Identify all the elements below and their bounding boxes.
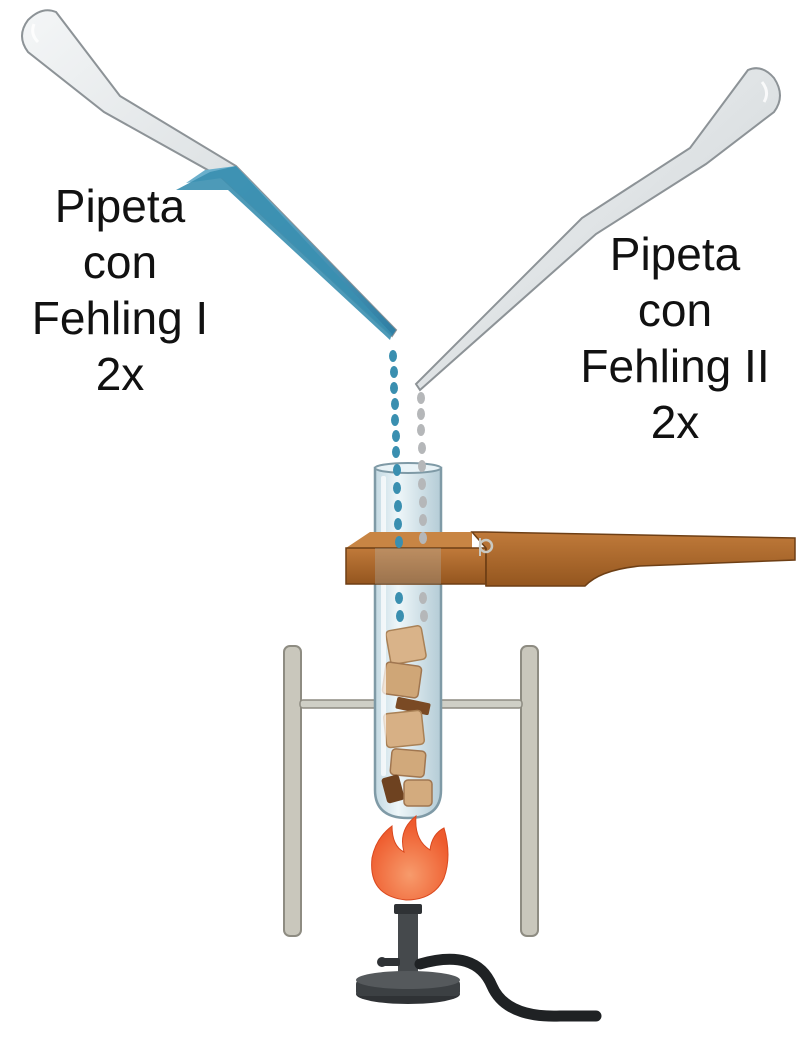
label-fehling-2: Pipeta con Fehling II 2x <box>560 226 790 450</box>
label-line: Pipeta <box>54 180 186 232</box>
label-line: con <box>82 236 158 288</box>
bunsen-burner-icon <box>356 904 602 1022</box>
label-line: Pipeta <box>609 228 741 280</box>
food-sample-icon <box>381 625 433 807</box>
pipette-fehling-2-icon <box>414 67 781 392</box>
fehling-2-drops <box>417 392 428 622</box>
fehling-1-drops <box>389 350 404 622</box>
label-fehling-1: Pipeta con Fehling I 2x <box>10 178 230 402</box>
label-line: 2x <box>95 348 145 400</box>
flame-icon <box>371 814 449 901</box>
clamp-icon <box>345 531 796 587</box>
label-line: 2x <box>650 396 700 448</box>
stand-icon <box>283 645 539 937</box>
pipette-fehling-1-icon <box>21 9 398 340</box>
label-line: con <box>637 284 713 336</box>
test-tube-icon <box>373 462 443 820</box>
label-line: Fehling II <box>580 340 770 392</box>
label-line: Fehling I <box>31 292 209 344</box>
